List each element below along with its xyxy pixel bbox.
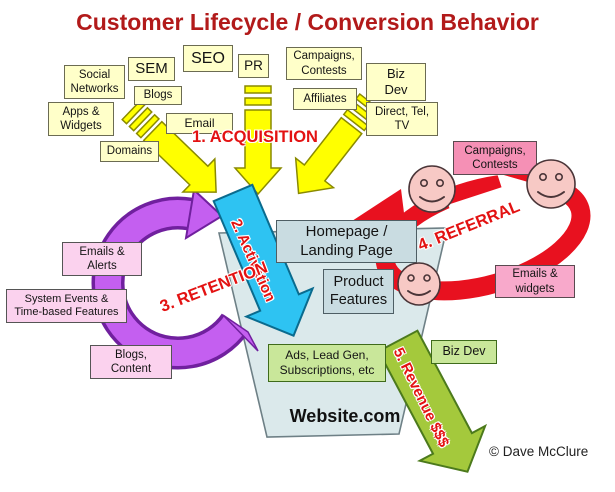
retention-arrowhead [184,188,224,240]
channel-box-apps-widgets: Apps & Widgets [48,102,114,136]
stage-label-acquisition: 1. ACQUISITION [192,128,318,146]
channel-box-domains: Domains [100,141,159,162]
channel-box-affiliates: Affiliates [293,88,357,110]
channel-box-blogs-content: Blogs, Content [90,345,172,379]
panel-product-features: Product Features [323,269,394,314]
channel-box-social-networks: Social Networks [64,65,125,99]
channel-box-sem: SEM [128,57,175,81]
channel-box-emails-widgets: Emails & widgets [495,265,575,298]
acquisition-arrow-middle [233,85,283,196]
channel-box-seo: SEO [183,45,233,72]
channel-box-direct-tel-tv: Direct, Tel, TV [366,102,438,136]
channel-box-biz-dev-revenue: Biz Dev [431,340,497,364]
panel-homepage-landing: Homepage / Landing Page [276,220,417,263]
activation-arrow [212,183,315,337]
channel-box-ads-leadgen: Ads, Lead Gen, Subscriptions, etc [268,344,386,382]
channel-box-email: Email [166,113,233,134]
page-title: Customer Lifecycle / Conversion Behavior [76,9,539,35]
channel-box-blogs: Blogs [134,86,182,105]
channel-box-pr: PR [238,54,269,78]
smiley-face-icon [408,165,456,213]
retention-tail [222,314,259,352]
channel-box-campaigns-contests: Campaigns, Contests [286,47,362,80]
channel-box-emails-alerts: Emails & Alerts [62,242,142,276]
revenue-arrow [377,329,488,473]
smiley-face-icon [397,262,441,306]
website-domain-label: Website.com [289,406,401,426]
referral-inner-white-arrow [448,173,544,228]
copyright-credit: © Dave McClure [489,444,589,459]
channel-box-system-events: System Events & Time-based Features [6,289,127,323]
smiley-face-icon [526,159,576,209]
channel-box-biz-dev: Biz Dev [366,63,426,101]
channel-box-campaigns-contests-referral: Campaigns, Contests [453,141,537,175]
